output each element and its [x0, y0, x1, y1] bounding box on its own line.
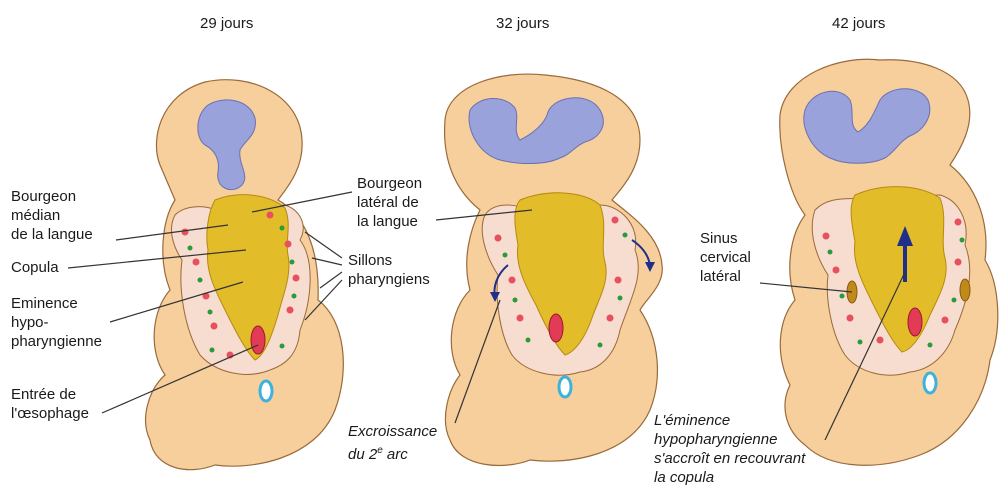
- embryo-32-days: [445, 74, 663, 465]
- embryo-42-days: [780, 59, 998, 465]
- trachea-ring-42: [924, 373, 936, 393]
- panel-title-32: 32 jours: [496, 15, 549, 33]
- trachea-ring-32: [559, 377, 571, 397]
- panel-title-29: 29 jours: [200, 15, 253, 33]
- esophagus-entrance-42: [908, 308, 922, 336]
- panel-title-42: 42 jours: [832, 15, 885, 33]
- label-copula: Copula: [11, 259, 59, 277]
- esophagus-entrance-29: [251, 326, 265, 354]
- sinus-right-42: [960, 279, 970, 301]
- esophagus-entrance-32: [549, 314, 563, 342]
- trachea-ring-29: [260, 381, 272, 401]
- embryo-29-days: [146, 80, 344, 470]
